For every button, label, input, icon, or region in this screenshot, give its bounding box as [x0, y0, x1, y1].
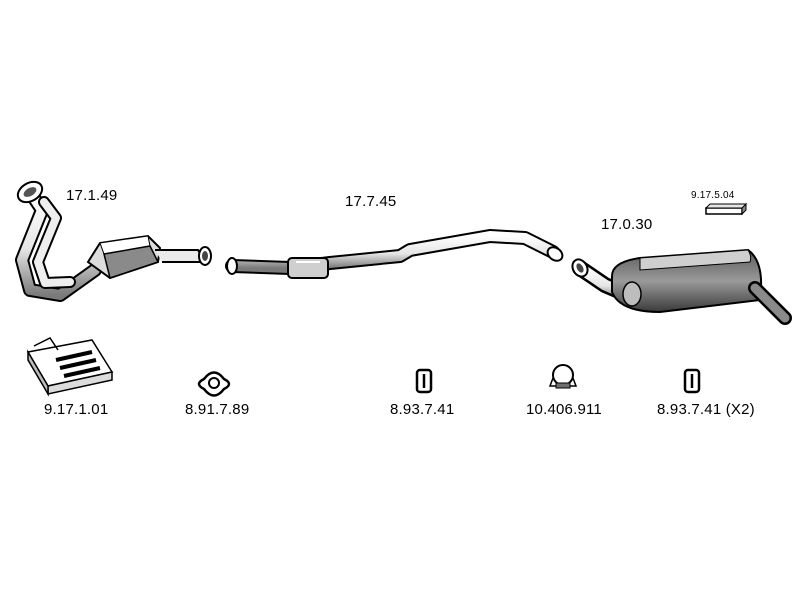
hanger-label: 8.93.7.41: [390, 401, 455, 418]
rear-silencer-label: 17.0.30: [601, 216, 653, 233]
rubber-hanger-x2: [683, 368, 701, 394]
front-pipe-with-catalyst: [15, 180, 212, 302]
clamp-label: 10.406.911: [526, 401, 602, 418]
rear-silencer: [571, 248, 792, 325]
rubber-block-label: 9.17.5.04: [691, 190, 735, 201]
mounting-kit-label: 9.17.1.01: [44, 401, 109, 418]
center-pipe: [225, 229, 564, 279]
rubber-block: [704, 202, 748, 216]
center-pipe-label: 17.7.45: [345, 193, 397, 210]
gasket: [197, 371, 231, 397]
hanger-x2-label: 8.93.7.41 (X2): [657, 401, 755, 418]
clamp: [548, 364, 578, 389]
mounting-kit-box: [26, 337, 114, 397]
rubber-hanger: [415, 368, 433, 394]
front-pipe-label: 17.1.49: [66, 187, 118, 204]
gasket-label: 8.91.7.89: [185, 401, 250, 418]
